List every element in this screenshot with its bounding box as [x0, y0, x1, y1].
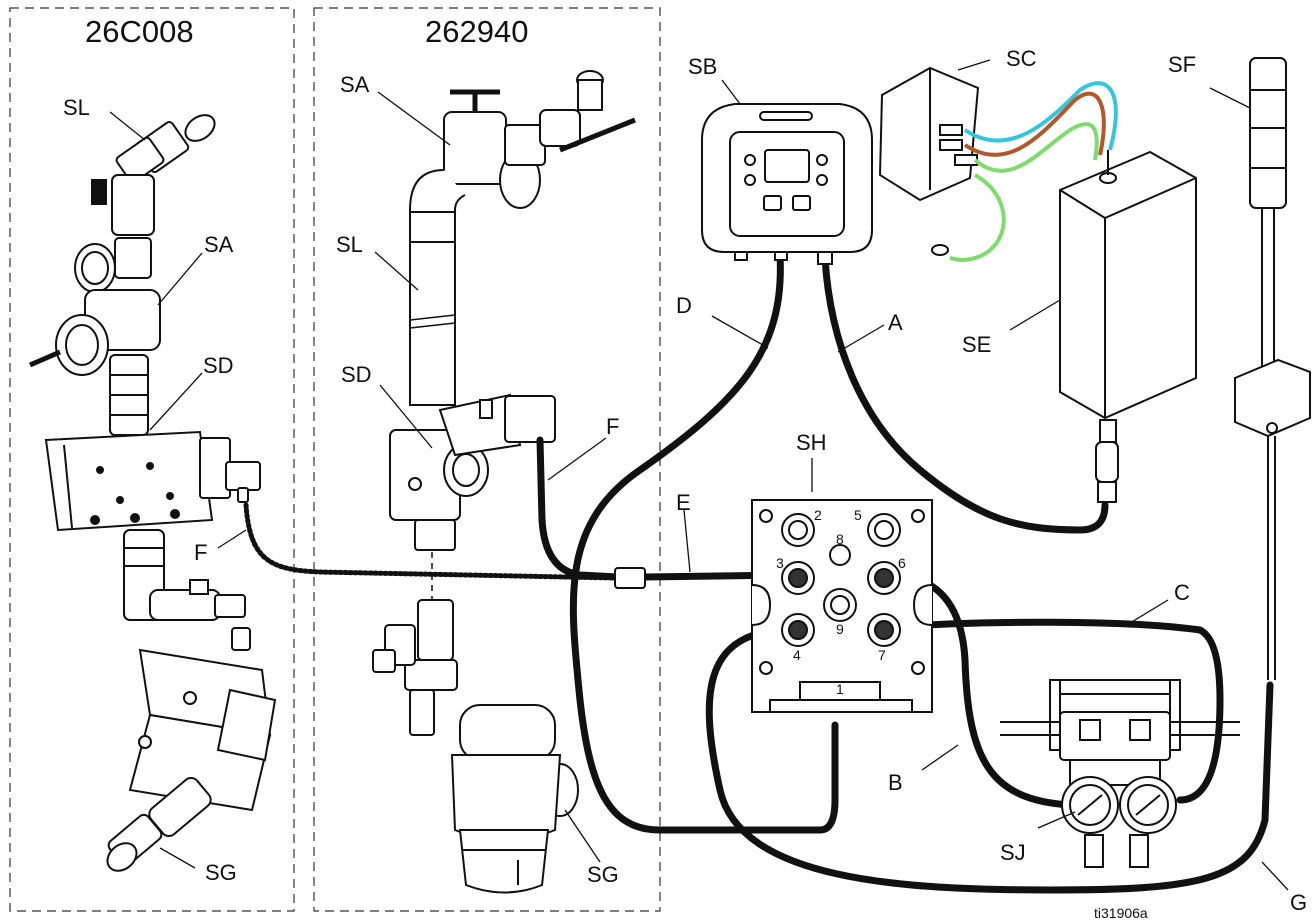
se-enclosure — [1059, 150, 1197, 503]
mid-filter — [450, 704, 579, 894]
port-3: 3 — [776, 555, 784, 571]
kit-box-left — [9, 7, 295, 912]
label-a: A — [888, 310, 903, 335]
label-g: G — [1290, 890, 1307, 915]
left-regulator — [29, 289, 161, 376]
label-sf: SF — [1168, 52, 1196, 77]
leader-sj — [1037, 811, 1076, 829]
figure-id: ti31906a — [1094, 905, 1148, 921]
sb-display-module — [701, 103, 873, 265]
mid-kit-assembly — [372, 70, 636, 894]
cable-d — [569, 251, 839, 834]
leader-sc — [957, 59, 991, 71]
port-5: 5 — [854, 507, 862, 523]
ground-ring — [931, 244, 949, 256]
label-sb: SB — [688, 54, 717, 79]
mid-kit-leaders — [374, 91, 601, 863]
left-kit-leaders — [109, 111, 247, 869]
label-sg-mid: SG — [587, 862, 619, 887]
label-sj: SJ — [1000, 840, 1026, 865]
label-sl-mid: SL — [336, 232, 363, 257]
label-c: C — [1174, 580, 1190, 605]
sj-gauge-manifold — [1000, 679, 1240, 868]
mid-regulator — [443, 111, 507, 185]
port-4: 4 — [793, 647, 801, 663]
leader-sf — [1209, 87, 1251, 109]
sc-wires — [949, 81, 1118, 263]
left-bracket — [128, 648, 277, 812]
label-sg-left: SG — [205, 860, 237, 885]
label-b: B — [888, 770, 903, 795]
kit-number-mid: 262940 — [425, 14, 528, 49]
left-solenoid-block — [44, 430, 261, 532]
leader-se — [1009, 299, 1061, 331]
port-8: 8 — [836, 531, 844, 547]
label-sc: SC — [1006, 46, 1037, 71]
kit-number-left: 26C008 — [85, 14, 194, 49]
label-sh: SH — [796, 430, 827, 455]
mid-solenoid — [389, 393, 556, 521]
label-se: SE — [962, 332, 991, 357]
sf-light-tower — [1234, 57, 1311, 680]
port-6: 6 — [898, 555, 906, 571]
label-f-left: F — [194, 540, 207, 565]
port-9: 9 — [836, 621, 844, 637]
label-e: E — [676, 490, 691, 515]
port-1: 1 — [836, 681, 844, 697]
label-d: D — [676, 293, 692, 318]
label-sd-left: SD — [203, 353, 234, 378]
left-sg-inlet — [106, 776, 212, 872]
cable-c — [876, 618, 1224, 804]
label-sd-mid: SD — [341, 362, 372, 387]
port-7: 7 — [878, 647, 886, 663]
label-sa-left: SA — [204, 232, 234, 257]
inline-connector — [614, 567, 646, 589]
label-sa-mid: SA — [340, 72, 370, 97]
sh-ports — [781, 513, 901, 647]
left-sl-fitting — [115, 114, 216, 184]
cable-g — [705, 626, 1274, 894]
cable-leaders — [547, 315, 1289, 891]
port-2: 2 — [814, 507, 822, 523]
label-f: F — [606, 414, 619, 439]
left-valve-upper — [111, 174, 155, 236]
cables — [243, 251, 1274, 894]
cable-f-dotted — [243, 502, 618, 581]
cable-a — [821, 254, 1109, 534]
label-sl-left: SL — [63, 95, 90, 120]
sc-power-supply — [878, 66, 980, 202]
left-kit-assembly — [29, 114, 277, 872]
leader-sb — [721, 79, 741, 105]
